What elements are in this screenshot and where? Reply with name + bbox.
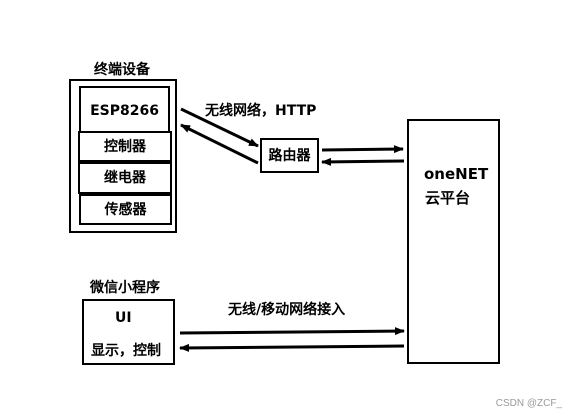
router-to-esp-arrow <box>180 123 259 165</box>
miniprogram-box <box>82 299 175 365</box>
esp-to-router-arrow <box>180 107 259 148</box>
router-box: 路由器 <box>260 138 319 173</box>
onenet-label: oneNET <box>424 165 489 183</box>
controller-label: 控制器 <box>104 138 146 155</box>
display-control-label: 显示，控制 <box>91 343 161 359</box>
onenet-cloud-box <box>407 119 500 364</box>
terminal-device-title: 终端设备 <box>94 62 150 78</box>
wifi-http-label: 无线网络，HTTP <box>205 103 317 119</box>
mini-to-cloud-arrow <box>179 327 405 336</box>
esp8266-label: ESP8266 <box>90 102 159 119</box>
miniprogram-title: 微信小程序 <box>90 280 160 296</box>
sensor-box: 传感器 <box>79 194 172 225</box>
router-label: 路由器 <box>268 147 311 164</box>
watermark: CSDN @ZCF_ <box>495 398 562 409</box>
wireless-mobile-label: 无线/移动网络接入 <box>228 302 346 318</box>
ui-label: UI <box>115 310 132 326</box>
relay-box: 继电器 <box>78 162 172 194</box>
relay-label: 继电器 <box>104 170 146 186</box>
router-to-cloud-arrow <box>321 145 404 154</box>
cloud-to-router-arrow <box>321 157 405 166</box>
cloud-platform-label: 云平台 <box>425 189 471 207</box>
sensor-label: 传感器 <box>104 201 147 218</box>
cloud-to-mini-arrow <box>179 343 405 352</box>
controller-box: 控制器 <box>78 131 172 162</box>
